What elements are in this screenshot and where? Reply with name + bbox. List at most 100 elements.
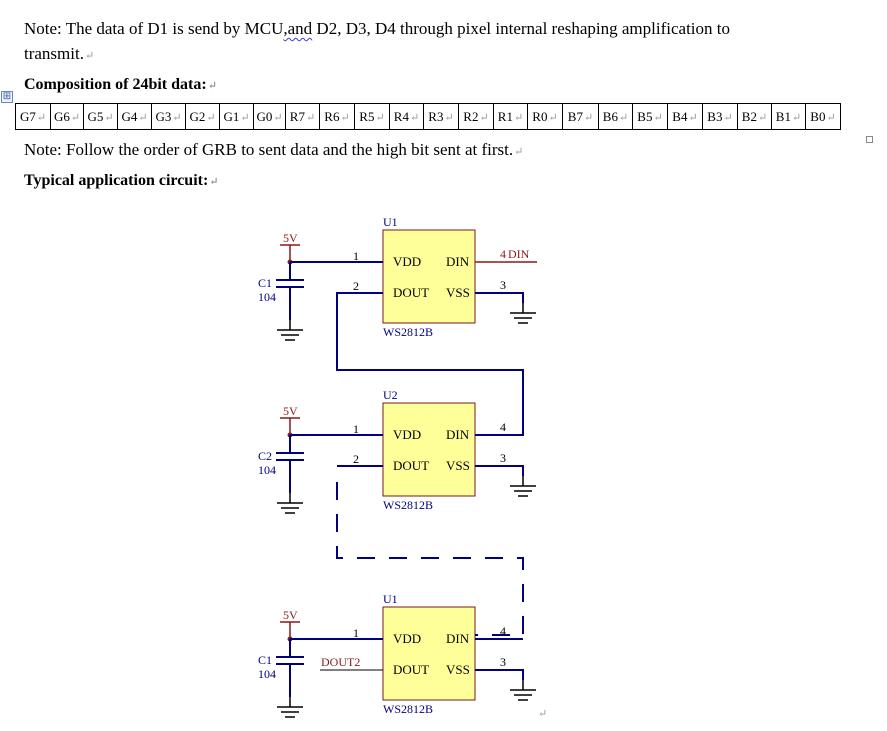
paragraph-mark-icon: ↵ bbox=[583, 111, 594, 124]
pin-number-3: 3 bbox=[500, 655, 506, 669]
power-5v-label: 5V bbox=[283, 608, 298, 622]
pin-dout-label: DOUT bbox=[393, 285, 429, 300]
pin-number-1: 1 bbox=[353, 422, 359, 436]
capacitor-symbol bbox=[276, 656, 304, 665]
bit-label: G3 bbox=[155, 108, 172, 124]
cap-value-label: 104 bbox=[258, 463, 276, 477]
bit-cell-g6: G6↵ bbox=[50, 103, 84, 130]
cap-value-label: 104 bbox=[258, 667, 276, 681]
bit-cell-r6: R6↵ bbox=[319, 103, 355, 130]
paragraph-mark-icon: ↵ bbox=[207, 80, 217, 92]
ground-icon bbox=[277, 697, 303, 718]
chip-ref-label: U1 bbox=[383, 592, 398, 606]
bit-cell-b6: B6↵ bbox=[598, 103, 633, 130]
pin-dout-label: DOUT bbox=[393, 458, 429, 473]
note-text-line2: transmit. bbox=[24, 44, 84, 63]
table-move-icon[interactable]: ⊞ bbox=[1, 91, 13, 103]
bit-cell-r7: R7↵ bbox=[285, 103, 320, 130]
pin-vdd-label: VDD bbox=[393, 254, 421, 269]
note-text-after: D2, D3, D4 through pixel internal reshap… bbox=[312, 19, 730, 38]
net-label-dout: DOUT2 bbox=[321, 655, 360, 669]
pin-dout-label: DOUT bbox=[393, 662, 429, 677]
ws2812b-chip bbox=[382, 402, 476, 497]
bit-cell-g1: G1↵ bbox=[219, 103, 254, 130]
pin-vdd-label: VDD bbox=[393, 427, 421, 442]
pin-din-label: DIN bbox=[446, 427, 470, 442]
paragraph-mark-icon: ↵ bbox=[791, 111, 802, 124]
bit-label: G2 bbox=[189, 108, 206, 124]
note-text-before: Note: The data of D1 is send by MCU bbox=[24, 19, 284, 38]
bit-cell-b1: B1↵ bbox=[771, 103, 806, 130]
net-label-din: DIN bbox=[508, 247, 530, 261]
pin-number-4: 4 bbox=[500, 420, 506, 434]
pin-din-label: DIN bbox=[446, 631, 470, 646]
bit-cell-g4: G4↵ bbox=[117, 103, 152, 130]
bit-cell-b0: B0↵ bbox=[805, 103, 841, 130]
pin-number-2: 2 bbox=[353, 452, 359, 466]
power-5v-label: 5V bbox=[283, 231, 298, 245]
paragraph-mark-icon: ↵ bbox=[36, 111, 47, 124]
cap-ref-label: C1 bbox=[258, 653, 272, 667]
bit-label: R1 bbox=[497, 108, 513, 124]
bit-composition-table: G7↵G6↵G5↵G4↵G3↵G2↵G1↵G0↵R7↵R6↵R5↵R4↵R3↵R… bbox=[15, 103, 841, 130]
bit-cell-r0: R0↵ bbox=[527, 103, 563, 130]
note-grb-order-text: Note: Follow the order of GRB to sent da… bbox=[24, 140, 514, 159]
bit-label: R2 bbox=[463, 108, 479, 124]
chip-part-label: WS2812B bbox=[383, 498, 433, 512]
bit-cell-g2: G2↵ bbox=[185, 103, 220, 130]
paragraph-mark-icon: ↵ bbox=[479, 111, 489, 124]
ground-icon bbox=[510, 680, 536, 701]
power-rail-symbol bbox=[280, 621, 300, 639]
pin-number-4: 4 bbox=[500, 624, 506, 638]
bit-label: B7 bbox=[567, 108, 583, 124]
bit-label: B4 bbox=[672, 108, 688, 124]
bit-label: G4 bbox=[121, 108, 138, 124]
bit-cell-b7: B7↵ bbox=[562, 103, 599, 130]
bit-cell-r5: R5↵ bbox=[354, 103, 390, 130]
daisy-chain-continuation-wire bbox=[336, 482, 524, 636]
paragraph-mark-icon: ↵ bbox=[172, 111, 182, 124]
bit-label: R3 bbox=[428, 108, 444, 124]
paragraph-mark-icon: ↵ bbox=[206, 111, 216, 124]
pin-din-label: DIN bbox=[446, 254, 470, 269]
note-data-transfer: Note: The data of D1 is send by MCU,and … bbox=[24, 19, 730, 39]
composition-heading-text: Composition of 24bit data: bbox=[24, 76, 207, 93]
bit-label: B1 bbox=[775, 108, 791, 124]
table-resize-handle[interactable] bbox=[866, 136, 873, 143]
ground-icon bbox=[277, 320, 303, 341]
bit-label: R6 bbox=[324, 108, 340, 124]
chip-ref-label: U2 bbox=[383, 388, 398, 402]
ws2812b-chip bbox=[382, 606, 476, 701]
paragraph-mark-icon: ↵ bbox=[209, 176, 219, 188]
pin-vss-label: VSS bbox=[446, 285, 470, 300]
paragraph-mark-icon: ↵ bbox=[273, 111, 283, 124]
bit-label: G7 bbox=[19, 108, 36, 124]
bit-cell-g0: G0↵ bbox=[253, 103, 286, 130]
power-rail-symbol bbox=[280, 244, 300, 262]
pin-number-1: 1 bbox=[353, 626, 359, 640]
bit-cell-g5: G5↵ bbox=[83, 103, 118, 130]
paragraph-mark-icon: ↵ bbox=[514, 146, 524, 158]
note-grb-order: Note: Follow the order of GRB to sent da… bbox=[24, 140, 523, 160]
paragraph-mark-icon: ↵ bbox=[84, 50, 95, 62]
circuit-heading: Typical application circuit:↵ bbox=[24, 172, 219, 190]
circuit-heading-text: Typical application circuit: bbox=[24, 172, 209, 189]
bit-label: R0 bbox=[532, 108, 548, 124]
bit-cell-b2: B2↵ bbox=[737, 103, 772, 130]
paragraph-mark-icon: ↵ bbox=[688, 111, 698, 124]
bit-label: R4 bbox=[393, 108, 409, 124]
bit-cell-r1: R1↵ bbox=[493, 103, 528, 130]
paragraph-mark-icon: ↵ bbox=[723, 111, 733, 124]
ground-icon bbox=[510, 303, 536, 324]
ground-icon bbox=[277, 493, 303, 514]
bit-cell-b4: B4↵ bbox=[667, 103, 703, 130]
paragraph-mark-icon: ↵ bbox=[240, 111, 250, 124]
bit-label: B5 bbox=[637, 108, 653, 124]
bit-label: B2 bbox=[741, 108, 757, 124]
composition-heading: Composition of 24bit data:↵ bbox=[24, 76, 217, 94]
cap-ref-label: C2 bbox=[258, 449, 272, 463]
grammar-flagged-text: ,and bbox=[283, 19, 313, 38]
pin-number-2: 2 bbox=[353, 279, 359, 293]
ws2812b-chip bbox=[382, 229, 476, 324]
paragraph-mark-icon: ↵ bbox=[444, 111, 454, 124]
